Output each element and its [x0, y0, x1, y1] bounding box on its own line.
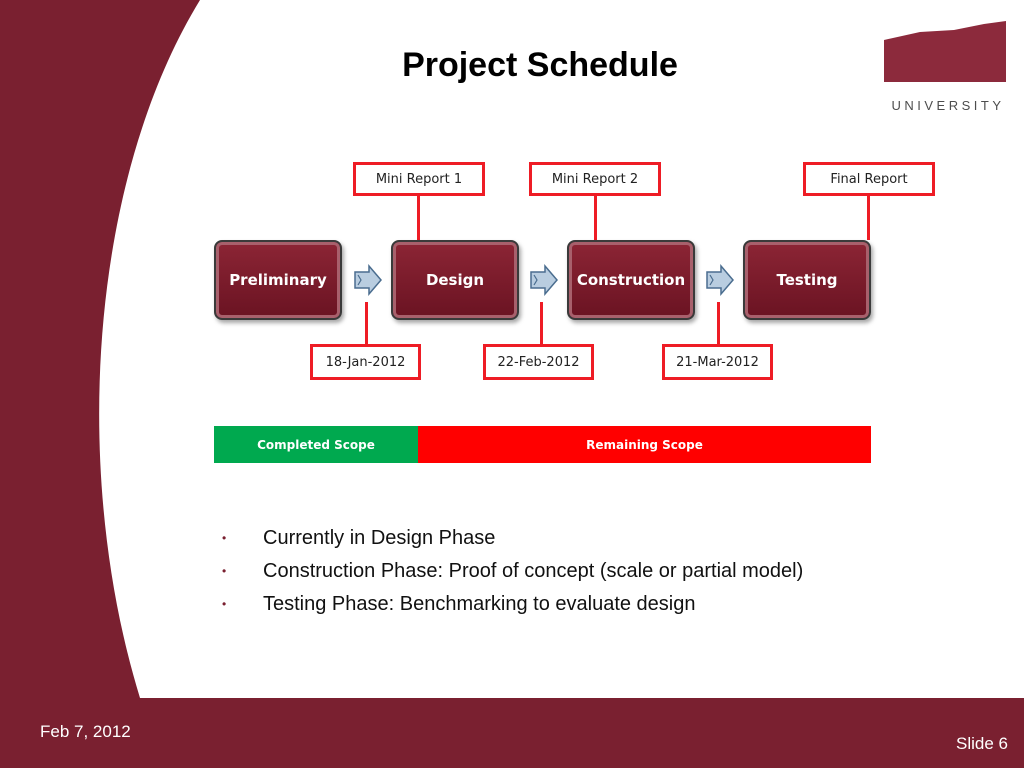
bullet-text: Currently in Design Phase — [263, 527, 496, 549]
report-box-final: Final Report — [803, 162, 935, 196]
list-item: • Currently in Design Phase — [218, 524, 803, 557]
remaining-scope-bar: Remaining Scope — [418, 426, 871, 463]
phase-design: Design — [391, 240, 519, 320]
footer-date: Feb 7, 2012 — [40, 722, 131, 741]
completed-scope-bar: Completed Scope — [214, 426, 418, 463]
logo-shield-icon — [884, 21, 1006, 82]
left-swoosh — [0, 0, 200, 698]
bullet-text: Construction Phase: Proof of concept (sc… — [263, 560, 804, 582]
bullet-icon: • — [222, 597, 227, 611]
connector-date-1 — [365, 302, 368, 344]
phase-construction: Construction — [567, 240, 695, 320]
connector-report-1 — [417, 196, 420, 240]
logo-text-memorial: MEMORIAL — [897, 80, 999, 96]
date-box-3: 21-Mar-2012 — [662, 344, 773, 380]
connector-report-final — [867, 196, 870, 240]
report-box-mini-1: Mini Report 1 — [353, 162, 485, 196]
chevron-arrow-icon — [530, 264, 558, 296]
date-box-2: 22-Feb-2012 — [483, 344, 594, 380]
chevron-arrow-icon — [354, 264, 382, 296]
chevron-arrow-icon — [706, 264, 734, 296]
bullet-icon: • — [222, 531, 227, 545]
list-item: • Testing Phase: Benchmarking to evaluate… — [218, 590, 803, 623]
phase-preliminary: Preliminary — [214, 240, 342, 320]
slide-title: Project Schedule — [402, 46, 678, 84]
slide-number: Slide 6 — [956, 734, 1008, 753]
report-box-mini-2: Mini Report 2 — [529, 162, 661, 196]
bullet-icon: • — [222, 564, 227, 578]
list-item: • Construction Phase: Proof of concept (s… — [218, 557, 803, 590]
connector-report-2 — [594, 196, 597, 240]
phase-testing: Testing — [743, 240, 871, 320]
connector-date-3 — [717, 302, 720, 344]
logo-text-university: UNIVERSITY — [891, 98, 1005, 113]
bullet-text: Testing Phase: Benchmarking to evaluate … — [263, 593, 696, 615]
date-box-1: 18-Jan-2012 — [310, 344, 421, 380]
bullet-list: • Currently in Design Phase • Construction… — [218, 524, 803, 623]
connector-date-2 — [540, 302, 543, 344]
footer-band — [0, 698, 1024, 768]
memorial-university-logo: MEMORIAL UNIVERSITY — [880, 18, 1010, 113]
